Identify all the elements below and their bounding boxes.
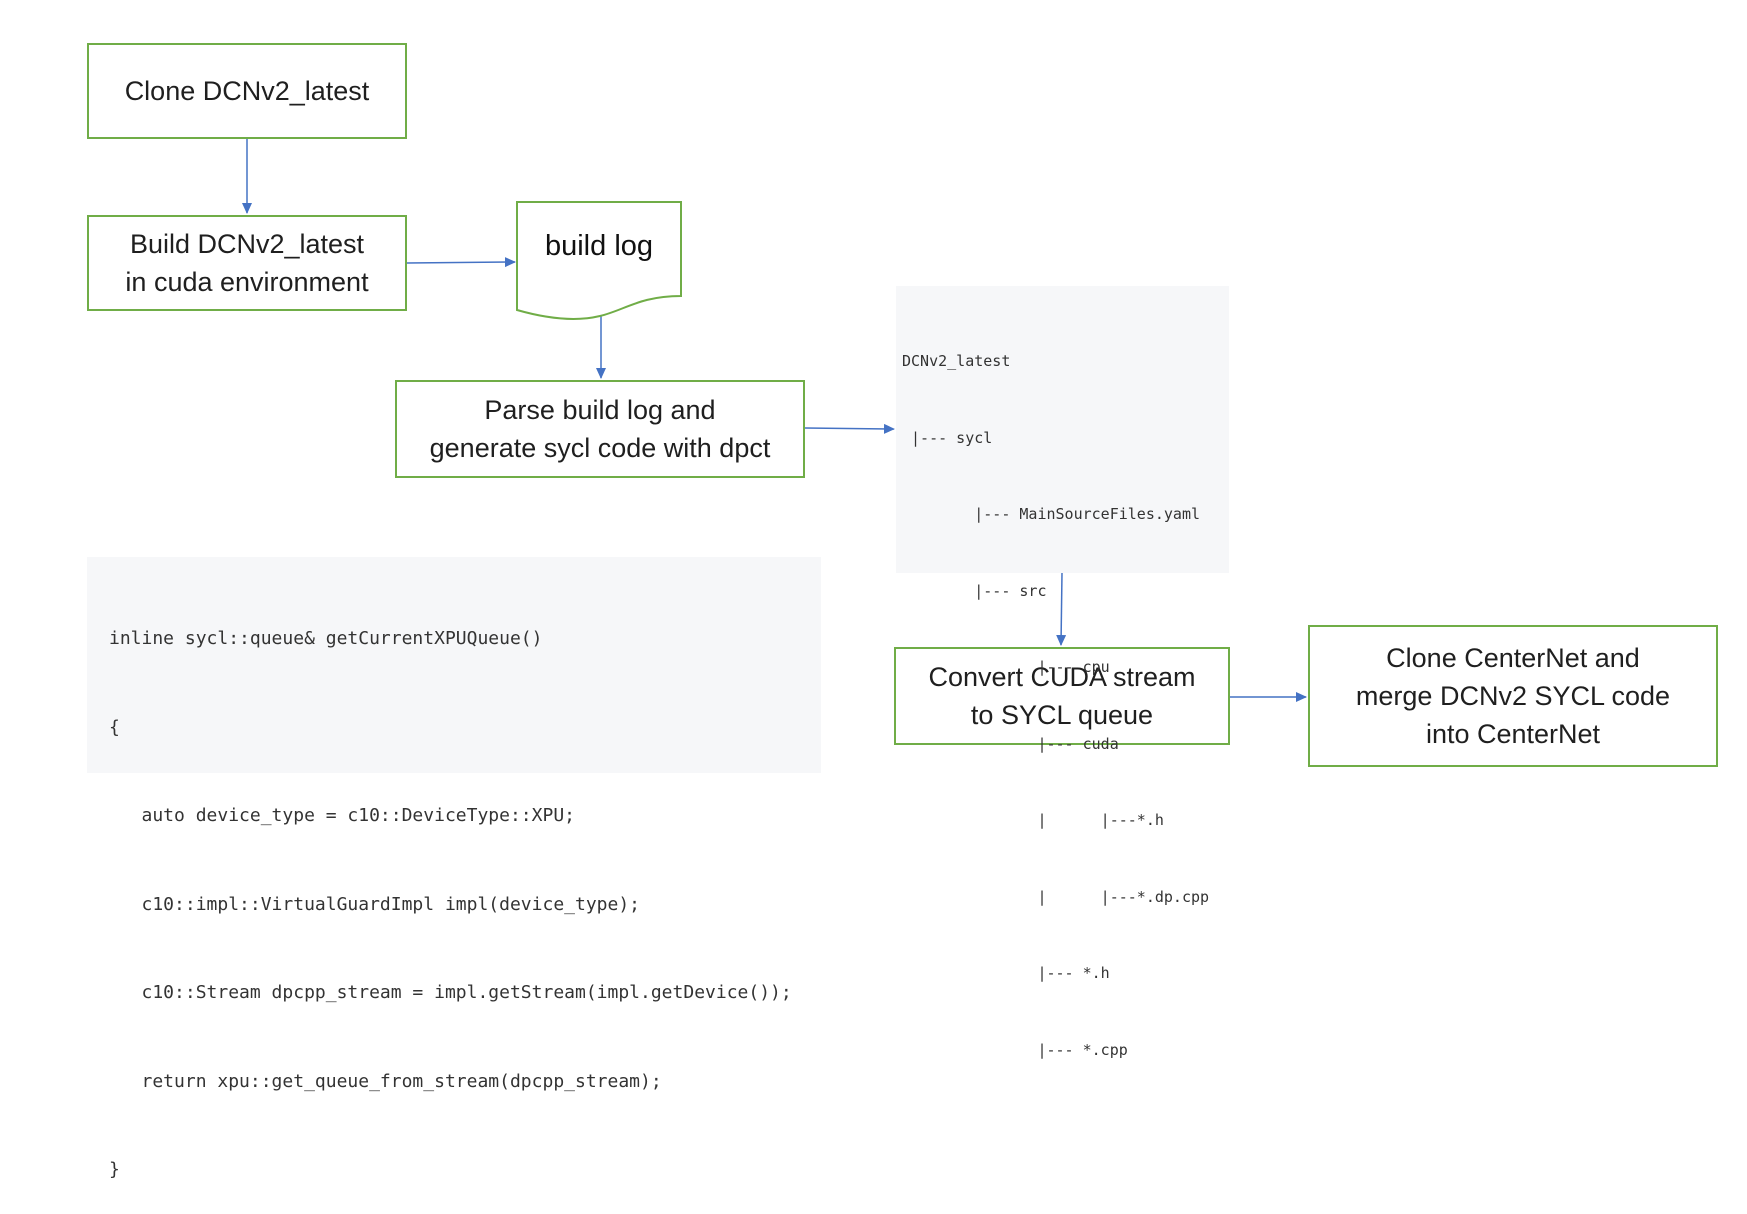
- code-line: auto device_type = c10::DeviceType::XPU;: [109, 805, 576, 826]
- code-line: return xpu::get_queue_from_stream(dpcpp_…: [109, 1070, 662, 1092]
- tree-line: | |---*.dp.cpp: [902, 887, 1210, 906]
- node-label: Clone DCNv2_latest: [124, 76, 370, 106]
- node-label: Convert CUDA stream: [928, 662, 1196, 692]
- node-clone-centernet: Clone CenterNet and merge DCNv2 SYCL cod…: [1308, 625, 1718, 767]
- code-line: }: [109, 1159, 120, 1180]
- node-label: generate sycl code with dpct: [429, 433, 771, 463]
- node-label: Clone CenterNet and: [1386, 643, 1640, 673]
- code-line: inline sycl::queue& getCurrentXPUQueue(): [109, 628, 543, 649]
- file-tree-panel: DCNv2_latest |--- sycl |--- MainSourceFi…: [896, 286, 1229, 1059]
- node-convert-stream: Convert CUDA stream to SYCL queue: [894, 647, 1230, 745]
- node-label: merge DCNv2 SYCL code: [1355, 681, 1671, 711]
- tree-line: | |---*.h: [902, 811, 1164, 829]
- tree-line: |--- *.cpp: [902, 1040, 1128, 1059]
- node-label: into CenterNet: [1425, 719, 1601, 749]
- node-clone-dcnv2: Clone DCNv2_latest: [87, 43, 407, 139]
- tree-line: DCNv2_latest: [902, 352, 1011, 370]
- tree-line: |--- sycl: [902, 428, 993, 447]
- tree-line: |--- *.h: [902, 964, 1110, 982]
- node-label: in cuda environment: [125, 267, 369, 297]
- node-parse-build-log: Parse build log and generate sycl code w…: [395, 380, 805, 478]
- code-line: c10::impl::VirtualGuardImpl impl(device_…: [109, 893, 641, 915]
- node-build-log: build log: [517, 230, 681, 263]
- code-line: {: [109, 716, 120, 738]
- edge-build-to-log: [406, 257, 516, 268]
- node-label: to SYCL queue: [970, 700, 1154, 730]
- tree-line: |--- cpu: [902, 658, 1110, 676]
- tree-line: |--- src: [902, 581, 1047, 600]
- tree-line: |--- cuda: [902, 734, 1119, 753]
- node-build-dcnv2: Build DCNv2_latest in cuda environment: [87, 215, 407, 311]
- code-line: c10::Stream dpcpp_stream = impl.getStrea…: [109, 982, 792, 1003]
- node-label: Build DCNv2_latest: [129, 229, 365, 259]
- node-label: Parse build log and: [484, 395, 716, 425]
- edge-parse-to-tree: [804, 423, 895, 434]
- code-snippet-panel: inline sycl::queue& getCurrentXPUQueue()…: [87, 557, 821, 1180]
- node-label: build log: [544, 230, 654, 262]
- tree-line: |--- MainSourceFiles.yaml: [902, 505, 1201, 523]
